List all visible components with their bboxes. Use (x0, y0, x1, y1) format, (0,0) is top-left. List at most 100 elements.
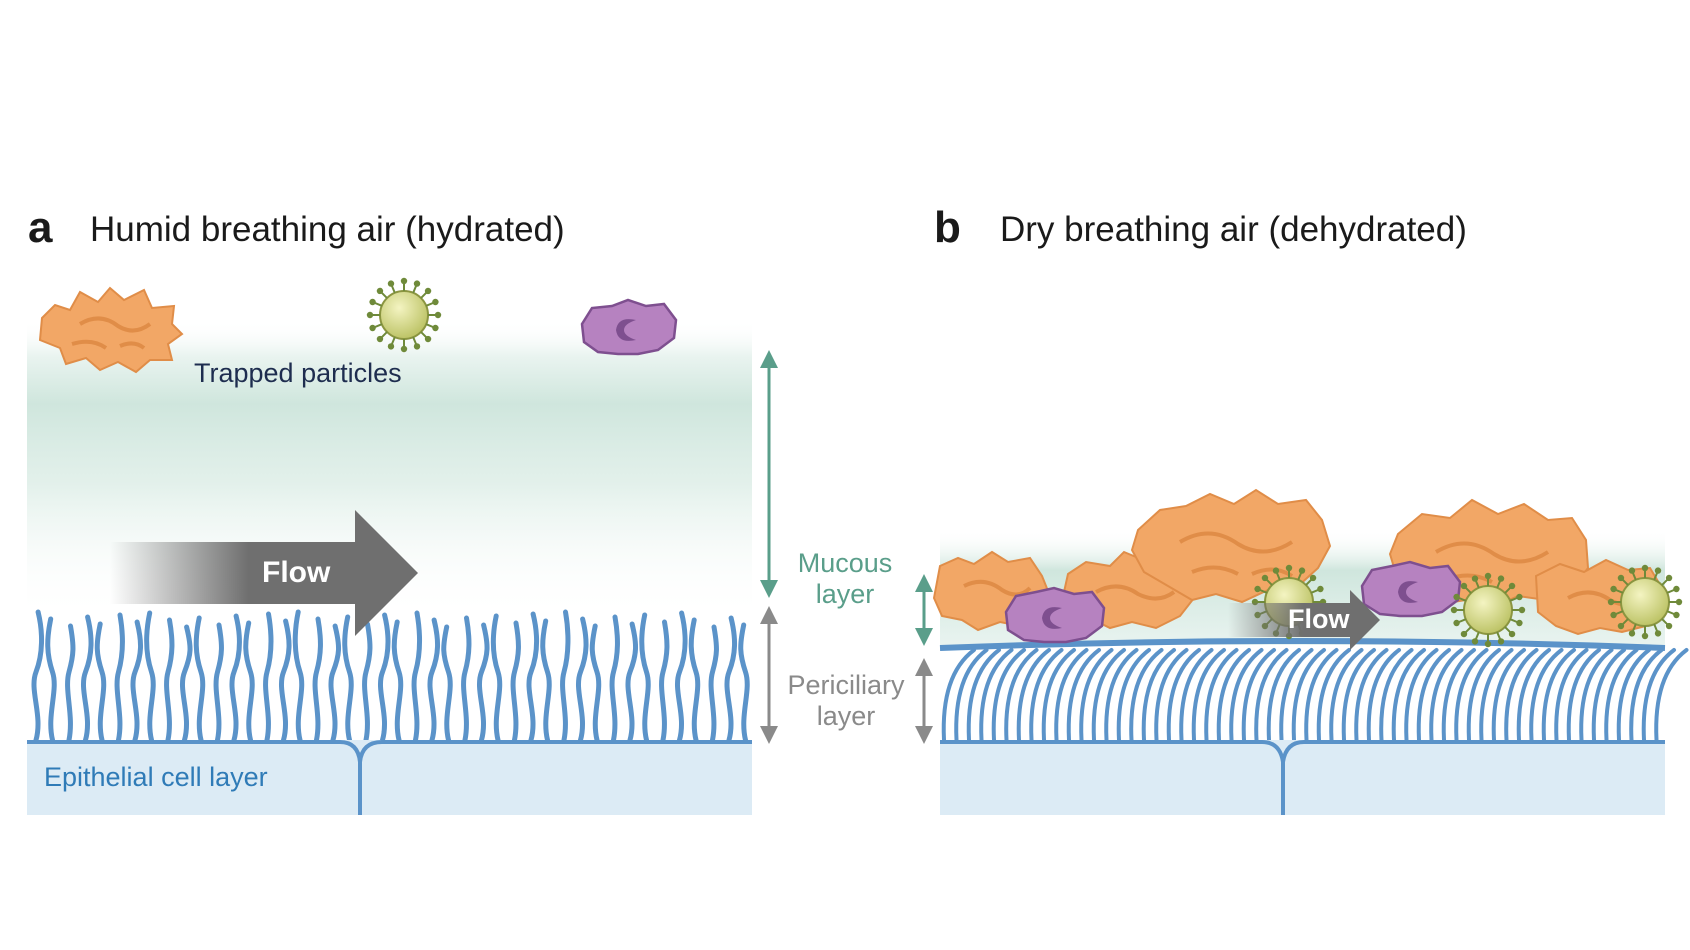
cilium (179, 624, 193, 743)
virus-spike-tip (1508, 630, 1516, 638)
cilium (114, 612, 125, 743)
cilium (1441, 648, 1476, 742)
cilium (328, 623, 342, 743)
virus-spike-tip (1508, 582, 1516, 590)
virus-spike-tip (432, 324, 439, 332)
virus-spike-tip (369, 298, 376, 306)
cilium (1466, 648, 1501, 742)
virus-spike-tip (376, 287, 384, 295)
cilium (979, 648, 1014, 742)
cilium (164, 617, 175, 743)
cilium (94, 621, 107, 743)
epithelium-boundary-b (940, 740, 1665, 815)
panel-a-letter: a (28, 203, 53, 252)
virus-spike-tip (1460, 630, 1468, 638)
cilium (1229, 648, 1264, 742)
virus-spike-tip (1617, 574, 1625, 582)
cilium (1016, 648, 1051, 742)
virus-spike-tip (1309, 574, 1317, 582)
cilium (724, 615, 738, 743)
epithelium-a (27, 740, 752, 815)
virus-spike-tip (369, 324, 376, 332)
cilium (312, 616, 323, 743)
cilium (1254, 648, 1289, 742)
cilium (1354, 648, 1389, 742)
flow-arrow-b (1228, 590, 1380, 650)
cilia-tip-mat-b (939, 638, 1666, 651)
virus-spike-tip (1497, 638, 1505, 645)
cilium (1416, 648, 1451, 742)
virus-spike-tip (400, 345, 408, 353)
virus-spike-tip (1453, 619, 1460, 627)
virus-spike-tip (1261, 574, 1269, 582)
cilium (342, 614, 354, 743)
cilium (292, 609, 305, 743)
epithelium-b (940, 740, 1665, 815)
cilium (966, 648, 1001, 742)
cilium (362, 621, 373, 743)
panel-a-artwork (27, 277, 752, 815)
cilium (213, 622, 224, 743)
virus-particle-b3 (1607, 564, 1683, 640)
periciliary-layer-arrow-b (915, 658, 933, 744)
cilium (510, 620, 521, 743)
virus-spike-tip (1617, 622, 1625, 630)
immune-cell-a (580, 298, 678, 356)
cilium (1004, 648, 1039, 742)
virus-spike-tip (1641, 564, 1649, 572)
cilium (954, 648, 989, 742)
cilium (1041, 648, 1076, 742)
virus-spike-tip (1317, 585, 1324, 593)
flow-arrow-a (110, 510, 418, 636)
virus-spike-tip (376, 335, 384, 343)
virus-spike-tip (1254, 585, 1261, 593)
cilium (65, 623, 76, 743)
virus-spike-tip (424, 287, 432, 295)
epithelial-cell-layer-label: Epithelial cell layer (44, 762, 268, 792)
cilium (377, 612, 391, 743)
virus-spike-tip (1673, 611, 1680, 619)
cilium (130, 619, 144, 743)
virus-spike-tip (1484, 572, 1492, 580)
cilium (688, 617, 701, 743)
flow-label-a: Flow (262, 556, 331, 589)
panel-a-title: Humid breathing air (hydrated) (90, 210, 565, 249)
cilium (1516, 648, 1551, 742)
dust-particle-a (38, 286, 184, 374)
cilium (659, 619, 670, 743)
virus-spike-tip (424, 335, 432, 343)
periciliary-layer-label-line2: layer (816, 701, 876, 732)
cilium (278, 618, 292, 743)
cilium (1116, 648, 1151, 742)
virus-spike-tip (1298, 567, 1306, 574)
cilium (1104, 648, 1139, 742)
cilium (1579, 648, 1614, 742)
cilium (941, 648, 976, 742)
virus-spike-tip (1675, 598, 1683, 606)
cilium (411, 610, 422, 743)
virus-spike-tip (413, 280, 421, 287)
cilia-layer-a (31, 609, 750, 743)
virus-spike-tip (1518, 606, 1526, 614)
cilium (708, 624, 719, 743)
virus-spike-tip (1460, 582, 1468, 590)
cilium (1404, 648, 1439, 742)
cilium (1266, 648, 1301, 742)
panel-b-artwork (932, 488, 1689, 815)
virus-spike-tip (387, 280, 395, 287)
cilium (609, 614, 620, 743)
flow-label-b: Flow (1288, 604, 1350, 634)
cilia-layer-b (941, 648, 1689, 742)
cilium (45, 616, 57, 743)
cilium (1141, 648, 1176, 742)
cilium (1066, 648, 1101, 742)
cilium (1179, 648, 1214, 742)
cilium (243, 620, 255, 743)
mucous-layer-label: Mucous layer (780, 548, 910, 610)
cilium (1029, 648, 1064, 742)
cilium (490, 613, 503, 743)
cilium (461, 615, 472, 743)
virus-spike-tip (1285, 564, 1293, 572)
cilium (589, 623, 602, 743)
